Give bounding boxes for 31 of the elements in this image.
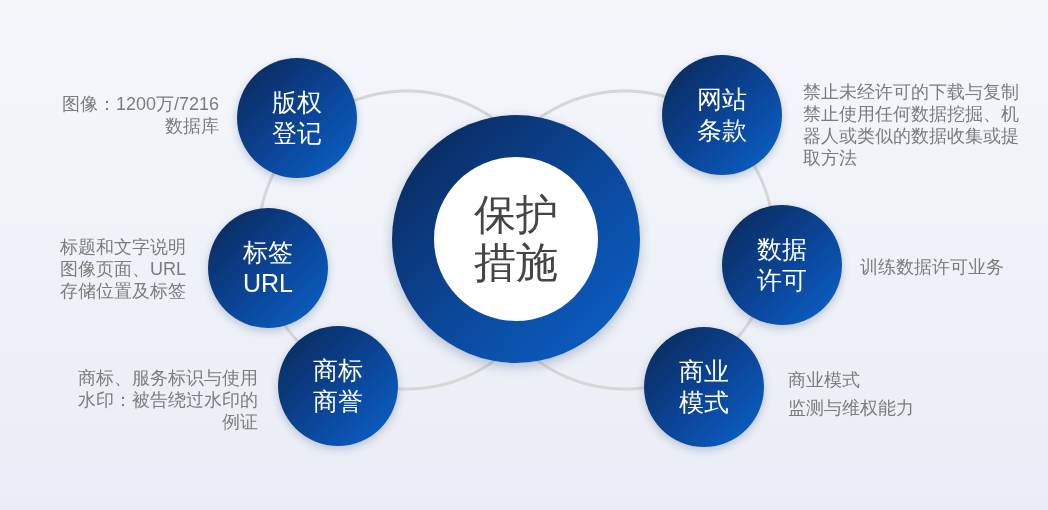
description-text: 禁止未经许可的下载与复制: [803, 81, 1019, 103]
topic-circle: [237, 58, 357, 178]
connector-arc: [752, 164, 772, 208]
topic-circle: [644, 327, 764, 447]
connector-arc: [259, 172, 276, 210]
description-text: 商业模式: [788, 369, 860, 391]
topic-circle: [722, 205, 842, 325]
description-text: 图像：1200万/7216数据库: [60, 93, 219, 137]
node-label: 网站条款: [696, 84, 748, 146]
description-text: 存储位置及标签: [60, 280, 186, 302]
description-text: 禁止使用任何数据挖掘、机器人或类似的数据收集或提取方法: [803, 103, 1020, 169]
topic-circle: [662, 55, 782, 175]
connector-arc: [283, 324, 300, 343]
node-label: 数据许可: [756, 234, 808, 296]
node-label: 标签URL: [242, 237, 294, 299]
description-text: 图像页面、URL: [60, 258, 186, 280]
description-text: 标题和文字说明: [60, 236, 186, 258]
connector-arc: [396, 359, 496, 391]
node-label: 商业模式: [678, 356, 730, 418]
connector-arc: [539, 89, 667, 119]
description-text: 商标、服务标识与使用水印：被告绕过水印的例证: [77, 367, 258, 433]
node-label: 商标商誉: [312, 355, 364, 417]
topic-circle: [208, 208, 328, 328]
description-text: 训练数据许可业务: [860, 256, 1004, 278]
topic-circle: [278, 326, 398, 446]
node-label: 版权登记: [271, 87, 323, 149]
connector-arc: [536, 359, 646, 391]
node-label: 保护措施: [473, 191, 559, 287]
connector-arc: [353, 89, 494, 119]
connector-arc: [736, 315, 754, 339]
description-text: 监测与维权能力: [788, 397, 914, 419]
